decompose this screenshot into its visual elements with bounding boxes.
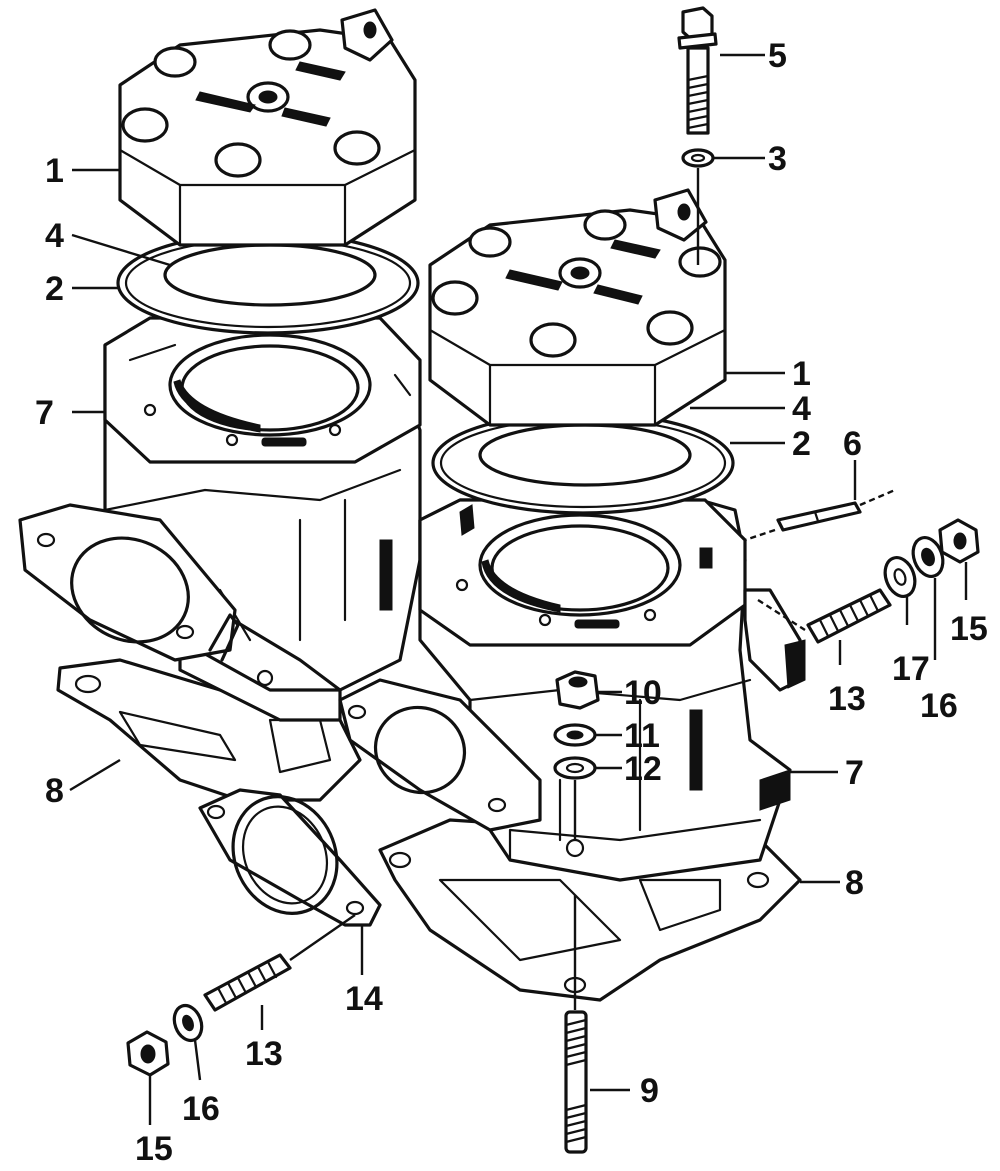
callout-3: 3 xyxy=(768,140,787,178)
left-intake-flange xyxy=(18,503,240,662)
callout-15-right: 15 xyxy=(950,610,988,648)
stud-13-left xyxy=(203,914,356,1012)
callout-17: 17 xyxy=(892,650,930,688)
right-cylinder-assembly xyxy=(198,188,806,1002)
lock-washer-11 xyxy=(553,723,597,747)
left-cylinder-assembly xyxy=(18,8,422,802)
callout-11: 11 xyxy=(624,717,660,755)
callout-6: 6 xyxy=(843,425,862,463)
left-cylinder-head xyxy=(118,8,417,247)
left-cylinder-body xyxy=(103,316,422,722)
callout-13-left: 13 xyxy=(245,1035,283,1073)
nut-15-right xyxy=(938,518,980,564)
callout-4-left: 4 xyxy=(45,217,64,255)
exhaust-gasket-14 xyxy=(198,788,382,927)
right-intake-flange xyxy=(338,678,542,832)
callout-9: 9 xyxy=(640,1072,659,1110)
stud-9 xyxy=(564,895,588,1154)
callout-10: 10 xyxy=(624,674,662,712)
callout-8-right: 8 xyxy=(845,864,864,902)
leader-lines xyxy=(69,53,968,1125)
callout-16-left: 16 xyxy=(182,1090,220,1128)
callout-7-left: 7 xyxy=(35,394,54,432)
right-head-gaskets xyxy=(431,411,735,515)
callout-7-right: 7 xyxy=(845,754,864,792)
callout-12: 12 xyxy=(624,750,662,788)
lock-washer-16-right xyxy=(911,536,945,578)
nut-15-left xyxy=(126,1030,170,1077)
left-head-gaskets xyxy=(116,231,420,335)
callout-15-left: 15 xyxy=(135,1130,173,1168)
callout-4-right: 4 xyxy=(792,390,811,428)
callout-1-right: 1 xyxy=(792,355,811,393)
callout-1-left: 1 xyxy=(45,152,64,190)
callout-13-right: 13 xyxy=(828,680,866,718)
washer-12 xyxy=(553,756,597,840)
right-cylinder-head xyxy=(428,188,727,427)
callout-labels: 1 4 2 7 8 5 3 1 4 2 6 15 17 16 13 10 11 … xyxy=(35,37,988,1168)
callout-8-left: 8 xyxy=(45,772,64,810)
lock-washer-16-left xyxy=(172,1003,204,1043)
nut-10 xyxy=(555,670,600,710)
callout-2-left: 2 xyxy=(45,270,64,308)
head-bolt-5 xyxy=(677,6,718,135)
stud-13-right xyxy=(757,588,892,644)
dowel-pin-6 xyxy=(744,488,896,542)
callout-5: 5 xyxy=(768,37,787,75)
callout-2-right: 2 xyxy=(792,425,811,463)
callout-16-right: 16 xyxy=(920,687,958,725)
callout-14: 14 xyxy=(345,980,383,1018)
